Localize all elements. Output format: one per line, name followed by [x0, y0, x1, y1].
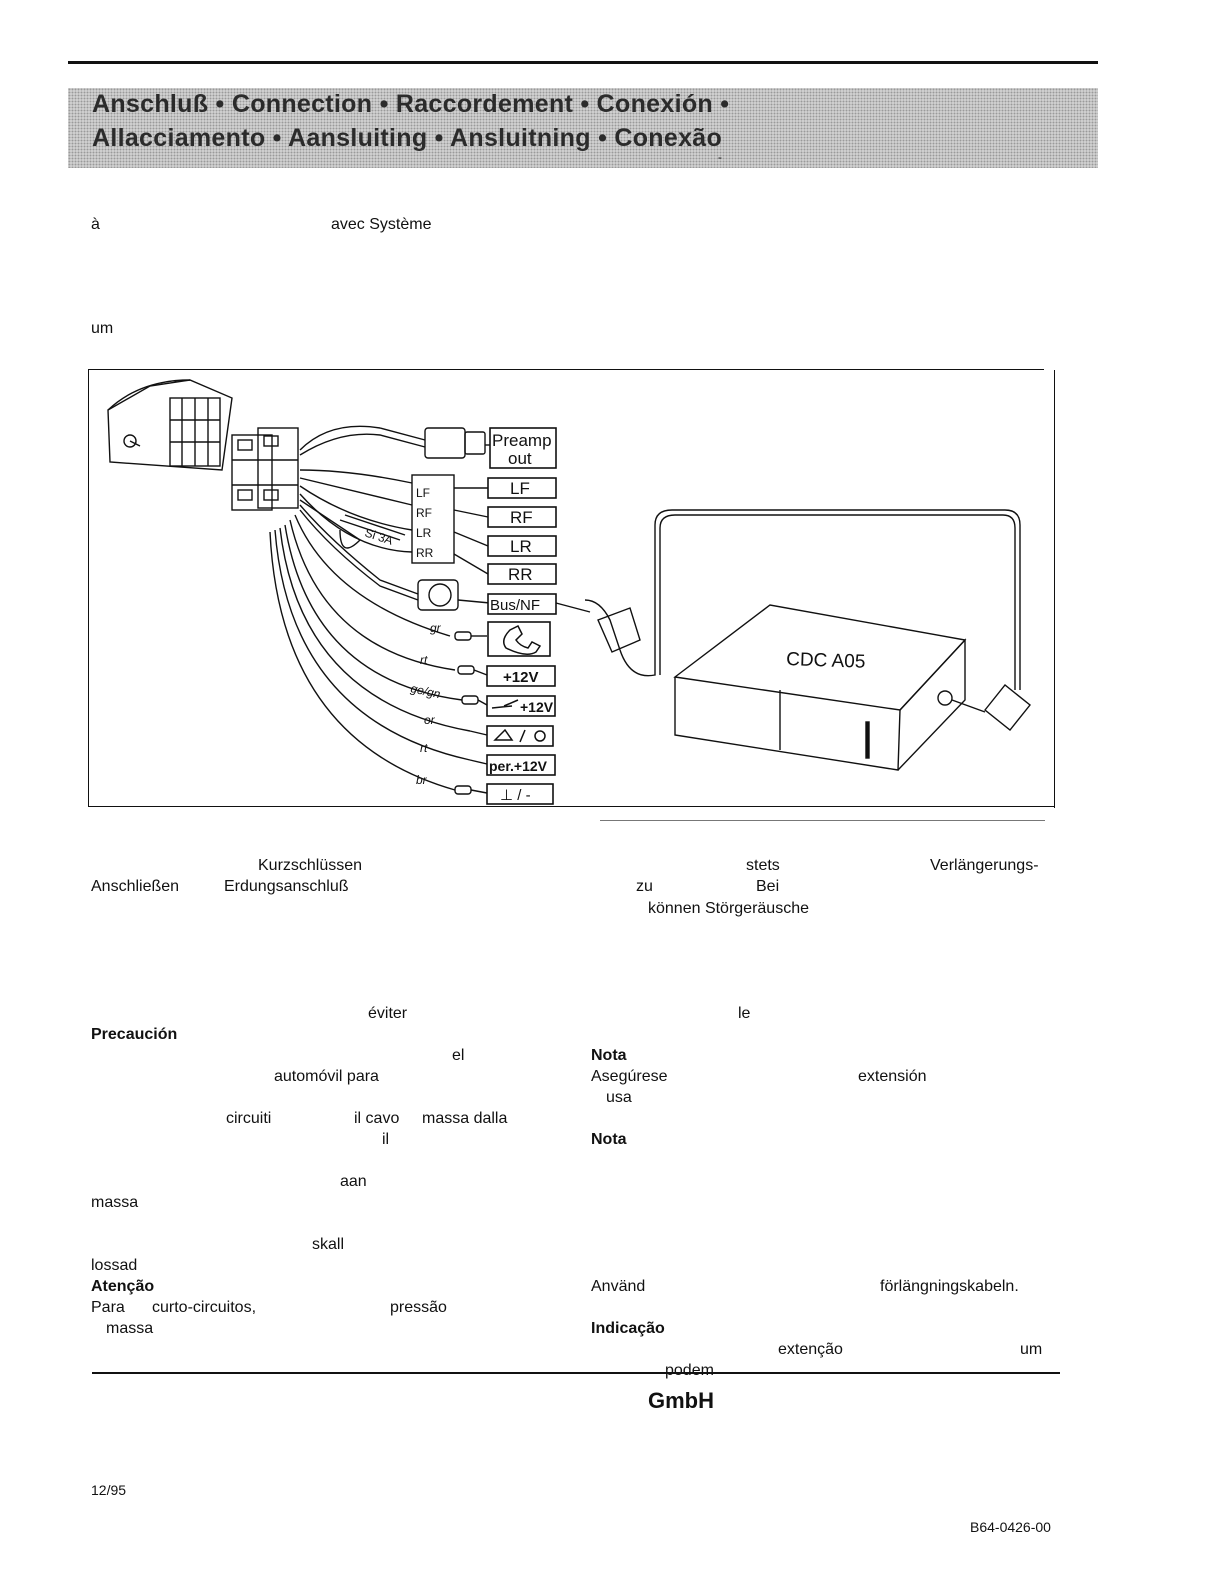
block-rf-label: RF [416, 506, 432, 520]
heading-nota-1: Nota [591, 1047, 627, 1064]
diagram-bottom-rule-2 [600, 820, 1045, 821]
footer-rule [92, 1372, 1060, 1374]
fragment-le: le [738, 1005, 751, 1022]
phone-icon [503, 624, 542, 655]
preamp-label: Preamp [492, 431, 552, 450]
heading-precaucion: Precaución [91, 1026, 178, 1043]
fragment-usa: usa [606, 1089, 632, 1106]
plus12v-label: +12V [503, 669, 538, 686]
permanent-12v-label: per.+12V [489, 758, 548, 774]
header-banner: Anschluß • Connection • Raccordement • C… [68, 88, 1098, 168]
fragment-koennen: können Störgeräusche [648, 900, 809, 917]
diagram-right-rule [1054, 370, 1055, 808]
illumination-box [486, 725, 554, 747]
out-label: out [508, 449, 532, 468]
preamp-out-box [489, 427, 557, 469]
fragment-curto: curto-circuitos, [152, 1299, 257, 1316]
diagram-top-rule [88, 369, 1044, 370]
heading-atencao: Atenção [91, 1278, 155, 1295]
permanent-12v-box [486, 754, 556, 776]
fragment-circuiti: circuiti [226, 1110, 272, 1127]
ground-label: ⊥ / - [500, 787, 531, 804]
ground-box [486, 783, 554, 805]
fuse-label: Si 3A [363, 526, 395, 548]
changer-label: CDC A05 [786, 649, 866, 673]
diagram-bottom-rule [88, 806, 1054, 807]
fragment-massa-1: massa [91, 1194, 139, 1211]
fragment-skall: skall [312, 1236, 345, 1253]
fragment-pressao: pressão [390, 1299, 447, 1316]
lf-label: LF [510, 479, 530, 498]
fragment-extension: extensión [858, 1068, 927, 1085]
wire-gegn-label: ge/gn [409, 681, 442, 701]
wire-gr-label: gr [430, 621, 442, 635]
plus12v-box [486, 665, 556, 687]
top-rule [68, 61, 1098, 64]
iso-connector-icon [231, 427, 299, 511]
rf-label: RF [510, 508, 533, 527]
wire-rt2-label: rt [420, 741, 428, 755]
block-rr-label: RR [416, 546, 434, 560]
ignition-12v-label: +12V [520, 699, 554, 715]
fragment-erdungsanschluss: Erdungsanschluß [224, 878, 349, 895]
heading-nota-2: Nota [591, 1131, 627, 1148]
radio-socket-icon [169, 397, 221, 467]
wire-br-label: br [416, 773, 428, 787]
rf-box [487, 506, 557, 528]
cd-changer-icon [673, 604, 967, 771]
fragment-il: il [382, 1131, 390, 1148]
fragment-avec-systeme: avec Système [331, 216, 432, 233]
fragment-massa-2: massa [106, 1320, 154, 1337]
fragment-um-top: um [91, 320, 114, 337]
fragment-massadalla: massa dalla [422, 1110, 508, 1127]
illumination-icon [493, 728, 546, 743]
block-lf-label: LF [416, 486, 430, 500]
bus-nf-label: Bus/NF [490, 597, 540, 614]
header-title-line1: Anschluß • Connection • Raccordement • C… [92, 90, 730, 118]
fragment-automovil: automóvil para [274, 1068, 379, 1085]
fragment-um-bottom: um [1020, 1341, 1043, 1358]
block-lr-label: LR [416, 526, 432, 540]
wire-rt1-label: rt [420, 653, 428, 667]
wire-or-label: or [424, 713, 436, 727]
fragment-podem: podem [665, 1362, 714, 1379]
header-tick: - [718, 150, 722, 164]
ignition-switch-icon [491, 699, 519, 709]
fragment-anschliessen: Anschließen [91, 878, 180, 895]
ignition-12v-box [486, 695, 556, 717]
fragment-anvand: Använd [591, 1278, 646, 1295]
bus-nf-box [487, 593, 557, 615]
fragment-kurzschluessen: Kurzschlüssen [258, 857, 363, 874]
fragment-el: el [452, 1047, 465, 1064]
footer-company: GmbH [648, 1388, 714, 1413]
fragment-zu: zu [636, 878, 653, 895]
fragment-aan: aan [340, 1173, 367, 1190]
rr-box [487, 563, 557, 585]
fragment-para: Para [91, 1299, 125, 1316]
lf-box [487, 477, 557, 499]
fragment-forlangningskabeln: förlängningskabeln. [880, 1278, 1019, 1295]
fragment-verlaengerungs: Verlängerungs- [930, 857, 1039, 874]
fragment-lossad: lossad [91, 1257, 138, 1274]
header-title-line2: Allacciamento • Aansluiting • Ansluitnin… [92, 124, 723, 152]
footer-date: 12/95 [91, 1482, 127, 1498]
heading-indicacao: Indicação [591, 1320, 665, 1337]
rr-label: RR [508, 565, 533, 584]
fragment-asegurese: Asegúrese [591, 1068, 668, 1085]
lr-box [487, 535, 557, 557]
fragment-eviter: éviter [368, 1005, 408, 1022]
fragment-extencao: extenção [778, 1341, 843, 1358]
footer-docnum: B64-0426-00 [970, 1519, 1051, 1535]
fragment-bei: Bei [756, 878, 780, 895]
diagram-left-rule [88, 369, 89, 807]
lr-label: LR [510, 537, 532, 556]
fragment-stets: stets [746, 857, 780, 874]
fragment-ilcavo: il cavo [354, 1110, 400, 1127]
fragment-a-grave: à [91, 216, 100, 233]
